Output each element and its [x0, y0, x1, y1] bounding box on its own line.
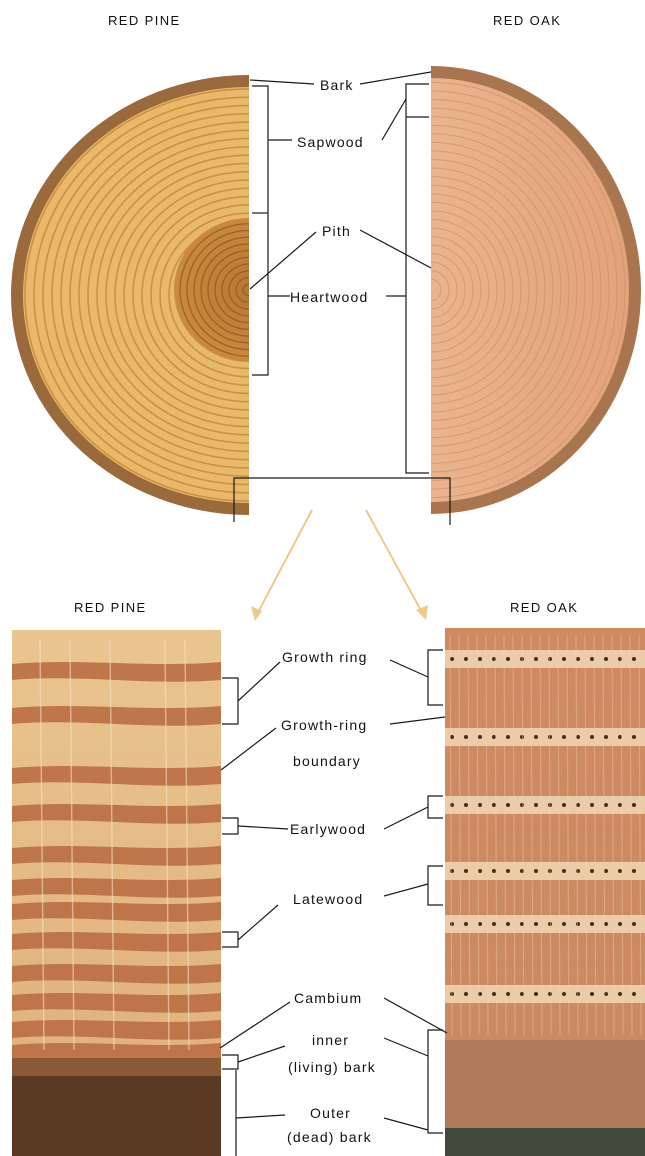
inner-bark-label-2: (living) bark [288, 1059, 376, 1075]
red-pine-strip [12, 630, 221, 1156]
outer-bark-label-1: Outer [310, 1105, 351, 1121]
cambium-label: Cambium [294, 990, 362, 1006]
pine-inner-bark [12, 1058, 221, 1076]
bark-label: Bark [320, 77, 354, 93]
bottom-right-title: RED OAK [510, 600, 578, 615]
latewood-label: Latewood [293, 891, 363, 907]
top-right-title: RED OAK [493, 13, 561, 28]
top-right-brackets [360, 72, 431, 473]
bottom-left-title: RED PINE [74, 600, 147, 615]
growth-ring-label: Growth ring [282, 649, 368, 665]
bottom-left-brackets [220, 662, 290, 1156]
sapwood-label: Sapwood [297, 134, 364, 150]
growth-ring-boundary-label-1: Growth-ring [281, 717, 367, 733]
red-oak-cross-section [221, 66, 641, 514]
oak-inner-bark [445, 1040, 645, 1130]
oak-outer-bark [445, 1128, 645, 1156]
inner-bark-label-1: inner [312, 1032, 349, 1048]
red-oak-strip [445, 628, 645, 1156]
earlywood-label: Earlywood [290, 821, 366, 837]
zoom-connector [234, 478, 450, 621]
arrow-right-icon [416, 605, 428, 620]
outer-bark-label-2: (dead) bark [287, 1129, 372, 1145]
top-left-brackets [250, 80, 316, 375]
top-left-title: RED PINE [108, 13, 181, 28]
bottom-right-brackets [384, 650, 447, 1133]
pine-outer-bark [12, 1075, 221, 1156]
growth-ring-boundary-label-2: boundary [293, 753, 361, 769]
heartwood-label: Heartwood [290, 289, 369, 305]
red-pine-cross-section [11, 75, 487, 515]
pith-label: Pith [322, 223, 351, 239]
